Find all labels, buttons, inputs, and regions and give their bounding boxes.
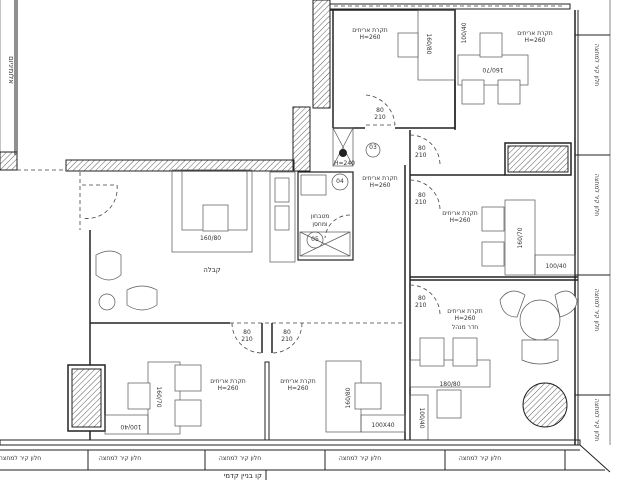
window-label: חלון קיר למחצה bbox=[459, 455, 501, 462]
tag-05: 05 bbox=[311, 236, 319, 243]
ceiling-label: תקרת אריחים bbox=[352, 27, 387, 34]
desk-size: 100/40 bbox=[418, 407, 425, 428]
window-label: חלון קיר למחצה bbox=[0, 455, 41, 462]
door-height: 210 bbox=[374, 114, 386, 121]
shaft bbox=[507, 145, 569, 173]
desk-size: 160/70 bbox=[517, 227, 524, 248]
wall-block bbox=[0, 151, 18, 171]
ceiling-height: H=260 bbox=[288, 385, 309, 392]
kitchen-label: מטבחון bbox=[311, 213, 330, 220]
door[interactable]: 80 210 bbox=[365, 94, 396, 126]
door-width: 80 bbox=[376, 107, 384, 114]
window-label: חלון קיר למחצה bbox=[593, 289, 600, 331]
office-bottom-middle: תקרת אריחים H=260 160/80 100X40 bbox=[280, 360, 406, 433]
left-facade: אלומיניום bbox=[0, 0, 18, 171]
door-height: 210 bbox=[415, 152, 427, 159]
ceiling-label: תקרת אריחים bbox=[280, 378, 315, 385]
hatched-wall bbox=[65, 159, 295, 172]
ceiling-height: H=260 bbox=[218, 385, 239, 392]
desk-size: 100/40 bbox=[461, 22, 468, 43]
desk-size: 180/80 bbox=[439, 381, 460, 388]
hatched-column bbox=[312, 0, 331, 109]
door[interactable]: 80 210 bbox=[409, 179, 441, 211]
door-height: 210 bbox=[415, 302, 427, 309]
kitchen-label: ומחסן bbox=[312, 221, 328, 228]
desk-size: 160/80 bbox=[200, 235, 221, 242]
window-label: חלון קיר למחצה bbox=[593, 44, 600, 86]
window-label: חלון קיר למחצה bbox=[219, 455, 261, 462]
bottom-facade: חלון קיר למחצה חלון קיר למחצה חלון קיר ל… bbox=[0, 439, 611, 480]
desk-size: 160/70 bbox=[482, 66, 503, 73]
tag-04: 04 bbox=[336, 178, 344, 185]
ceiling-label: תקרת אריחים bbox=[442, 210, 477, 217]
round-table bbox=[522, 382, 568, 428]
desk-size: 160/80 bbox=[425, 33, 432, 54]
ceiling-height: H=260 bbox=[360, 34, 381, 41]
ceiling-height: H=260 bbox=[525, 37, 546, 44]
desk-size: 100/40 bbox=[120, 423, 141, 430]
office-middle-right: תקרת אריחים H=260 160/70 100/40 bbox=[442, 199, 576, 276]
tag-03: 03 bbox=[369, 144, 377, 151]
kitchenette: 04 מטבחון ומחסן 05 bbox=[269, 171, 354, 263]
building-line-label: קו בניין קדמי bbox=[224, 472, 262, 480]
facade-label: אלומיניום bbox=[7, 56, 15, 84]
desk-size: 100/40 bbox=[545, 263, 566, 270]
ceiling-label: תקרת אריחים bbox=[517, 30, 552, 37]
ceiling-label: תקרת אריחים bbox=[210, 378, 245, 385]
room-top-left: תקרת אריחים H=260 160/80 bbox=[352, 9, 456, 81]
ceiling-label: תקרת אריחים bbox=[447, 308, 482, 315]
reception: 160/80 קבלה bbox=[79, 169, 405, 440]
door-width: 80 bbox=[283, 329, 291, 336]
door-height: 210 bbox=[415, 199, 427, 206]
door-width: 80 bbox=[418, 192, 426, 199]
shaft-height: H=240 bbox=[334, 160, 355, 167]
right-facade: חלון קיר למחצה חלון קיר למחצה חלון קיר ל… bbox=[593, 44, 600, 441]
manager-office: 80 210 תקרת אריחים H=260 חדר מנהל 180/80… bbox=[409, 284, 578, 441]
hatched-column bbox=[292, 106, 311, 172]
window-label: חלון קיר למחצה bbox=[593, 399, 600, 441]
door-width: 80 bbox=[418, 295, 426, 302]
ceiling-height: H=260 bbox=[455, 315, 476, 322]
door-width: 80 bbox=[243, 329, 251, 336]
ceiling-height: H=260 bbox=[450, 217, 471, 224]
door[interactable]: 80 210 bbox=[409, 134, 441, 166]
desk-size: 160/80 bbox=[345, 387, 352, 408]
room-top-right: תקרת אריחים H=260 100/40 160/70 bbox=[457, 22, 553, 105]
desk-size: 100X40 bbox=[371, 422, 394, 429]
manager-room-label: חדר מנהל bbox=[452, 324, 478, 331]
office-bottom-left: 100/40 160/70 תקרת אריחים H=260 80 210 8… bbox=[67, 322, 303, 441]
window-label: חלון קיר למחצה bbox=[99, 455, 141, 462]
door-height: 210 bbox=[281, 336, 293, 343]
desk-size: 160/70 bbox=[155, 386, 162, 407]
window-label: חלון קיר למחצה bbox=[339, 455, 381, 462]
door-height: 210 bbox=[241, 336, 253, 343]
door-width: 80 bbox=[418, 145, 426, 152]
window-label: חלון קיר למחצה bbox=[593, 174, 600, 216]
ceiling-height: H=260 bbox=[370, 182, 391, 189]
ceiling-label: תקרת אריחים bbox=[362, 175, 397, 182]
reception-label: קבלה bbox=[203, 266, 221, 274]
